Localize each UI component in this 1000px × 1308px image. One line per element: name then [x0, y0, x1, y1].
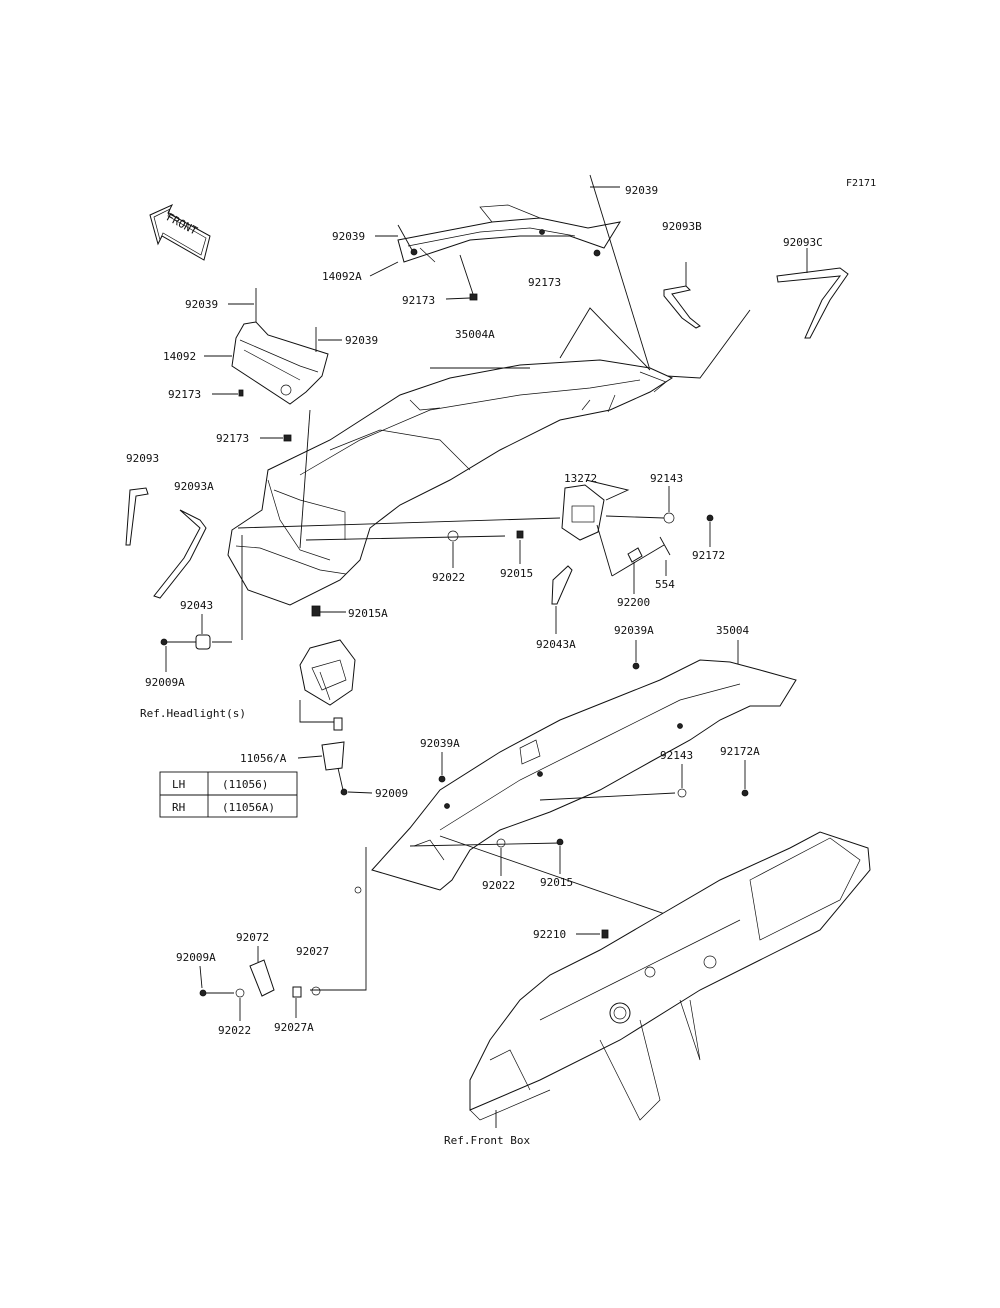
label-92027: 92027 [296, 945, 329, 958]
table-side-lh: LH [172, 778, 185, 791]
label-92039-side-top: 92039 [185, 298, 218, 311]
table-part-lh: (11056) [222, 778, 268, 791]
clip-11056 [321, 741, 345, 771]
label-92039-top-right: 92039 [625, 184, 658, 197]
label-92039A-top: 92039A [614, 624, 654, 637]
label-92039A-mid: 92039A [420, 737, 460, 750]
label-92009A-top: 92009A [145, 676, 185, 689]
roof-rear-trim [397, 204, 622, 263]
label-92173-top-left: 92173 [402, 294, 435, 307]
frame-35004 [371, 659, 797, 891]
label-92039-side: 92039 [345, 334, 378, 347]
label-14092: 14092 [163, 350, 196, 363]
table-side-rh: RH [172, 801, 185, 814]
front-arrow-icon: FRONT [149, 203, 211, 261]
trim-92093B [663, 285, 701, 329]
label-92015-low: 92015 [540, 876, 573, 889]
label-92093A: 92093A [174, 480, 214, 493]
label-92043A: 92043A [536, 638, 576, 651]
label-92143-top: 92143 [650, 472, 683, 485]
label-92173-side-bottom: 92173 [216, 432, 249, 445]
roof-35004A [227, 359, 674, 606]
label-92009A-low: 92009A [176, 951, 216, 964]
front-box-frame [469, 831, 871, 1121]
label-92015-mid: 92015 [500, 567, 533, 580]
label-92039-top-left: 92039 [332, 230, 365, 243]
label-92173-side: 92173 [168, 388, 201, 401]
side-part-table: LH (11056) RH (11056A) [159, 771, 298, 818]
label-92015A: 92015A [348, 607, 388, 620]
bracket-13272 [561, 484, 605, 541]
label-554: 554 [655, 578, 675, 591]
label-92172A: 92172A [720, 745, 760, 758]
figure-code: F2171 [846, 178, 876, 189]
label-92072: 92072 [236, 931, 269, 944]
label-35004: 35004 [716, 624, 749, 637]
table-part-rh: (11056A) [222, 801, 275, 814]
grommet-92072 [249, 959, 275, 997]
ref-headlight: Ref.Headlight(s) [140, 707, 246, 720]
side-panel-14092 [231, 321, 329, 405]
rod-92093A [153, 509, 207, 599]
label-92172: 92172 [692, 549, 725, 562]
trim-92093C [776, 267, 849, 339]
ref-front-box: Ref.Front Box [444, 1134, 530, 1147]
label-92093B: 92093B [662, 220, 702, 233]
label-92022-mid: 92022 [432, 571, 465, 584]
label-14092A: 14092A [322, 270, 362, 283]
label-92022-bottom: 92022 [218, 1024, 251, 1037]
label-92200: 92200 [617, 596, 650, 609]
rod-92093 [125, 487, 149, 546]
label-92027A: 92027A [274, 1021, 314, 1034]
label-11056A: 11056/A [240, 752, 287, 765]
label-92173-top-right: 92173 [528, 276, 561, 289]
label-92043: 92043 [180, 599, 213, 612]
label-13272: 13272 [564, 472, 597, 485]
headlight-assembly [299, 639, 356, 706]
label-92143-mid: 92143 [660, 749, 693, 762]
label-92093C: 92093C [783, 236, 823, 249]
label-92210: 92210 [533, 928, 566, 941]
label-35004A: 35004A [455, 328, 495, 341]
label-92093: 92093 [126, 452, 159, 465]
label-92022-low: 92022 [482, 879, 515, 892]
label-92009: 92009 [375, 787, 408, 800]
